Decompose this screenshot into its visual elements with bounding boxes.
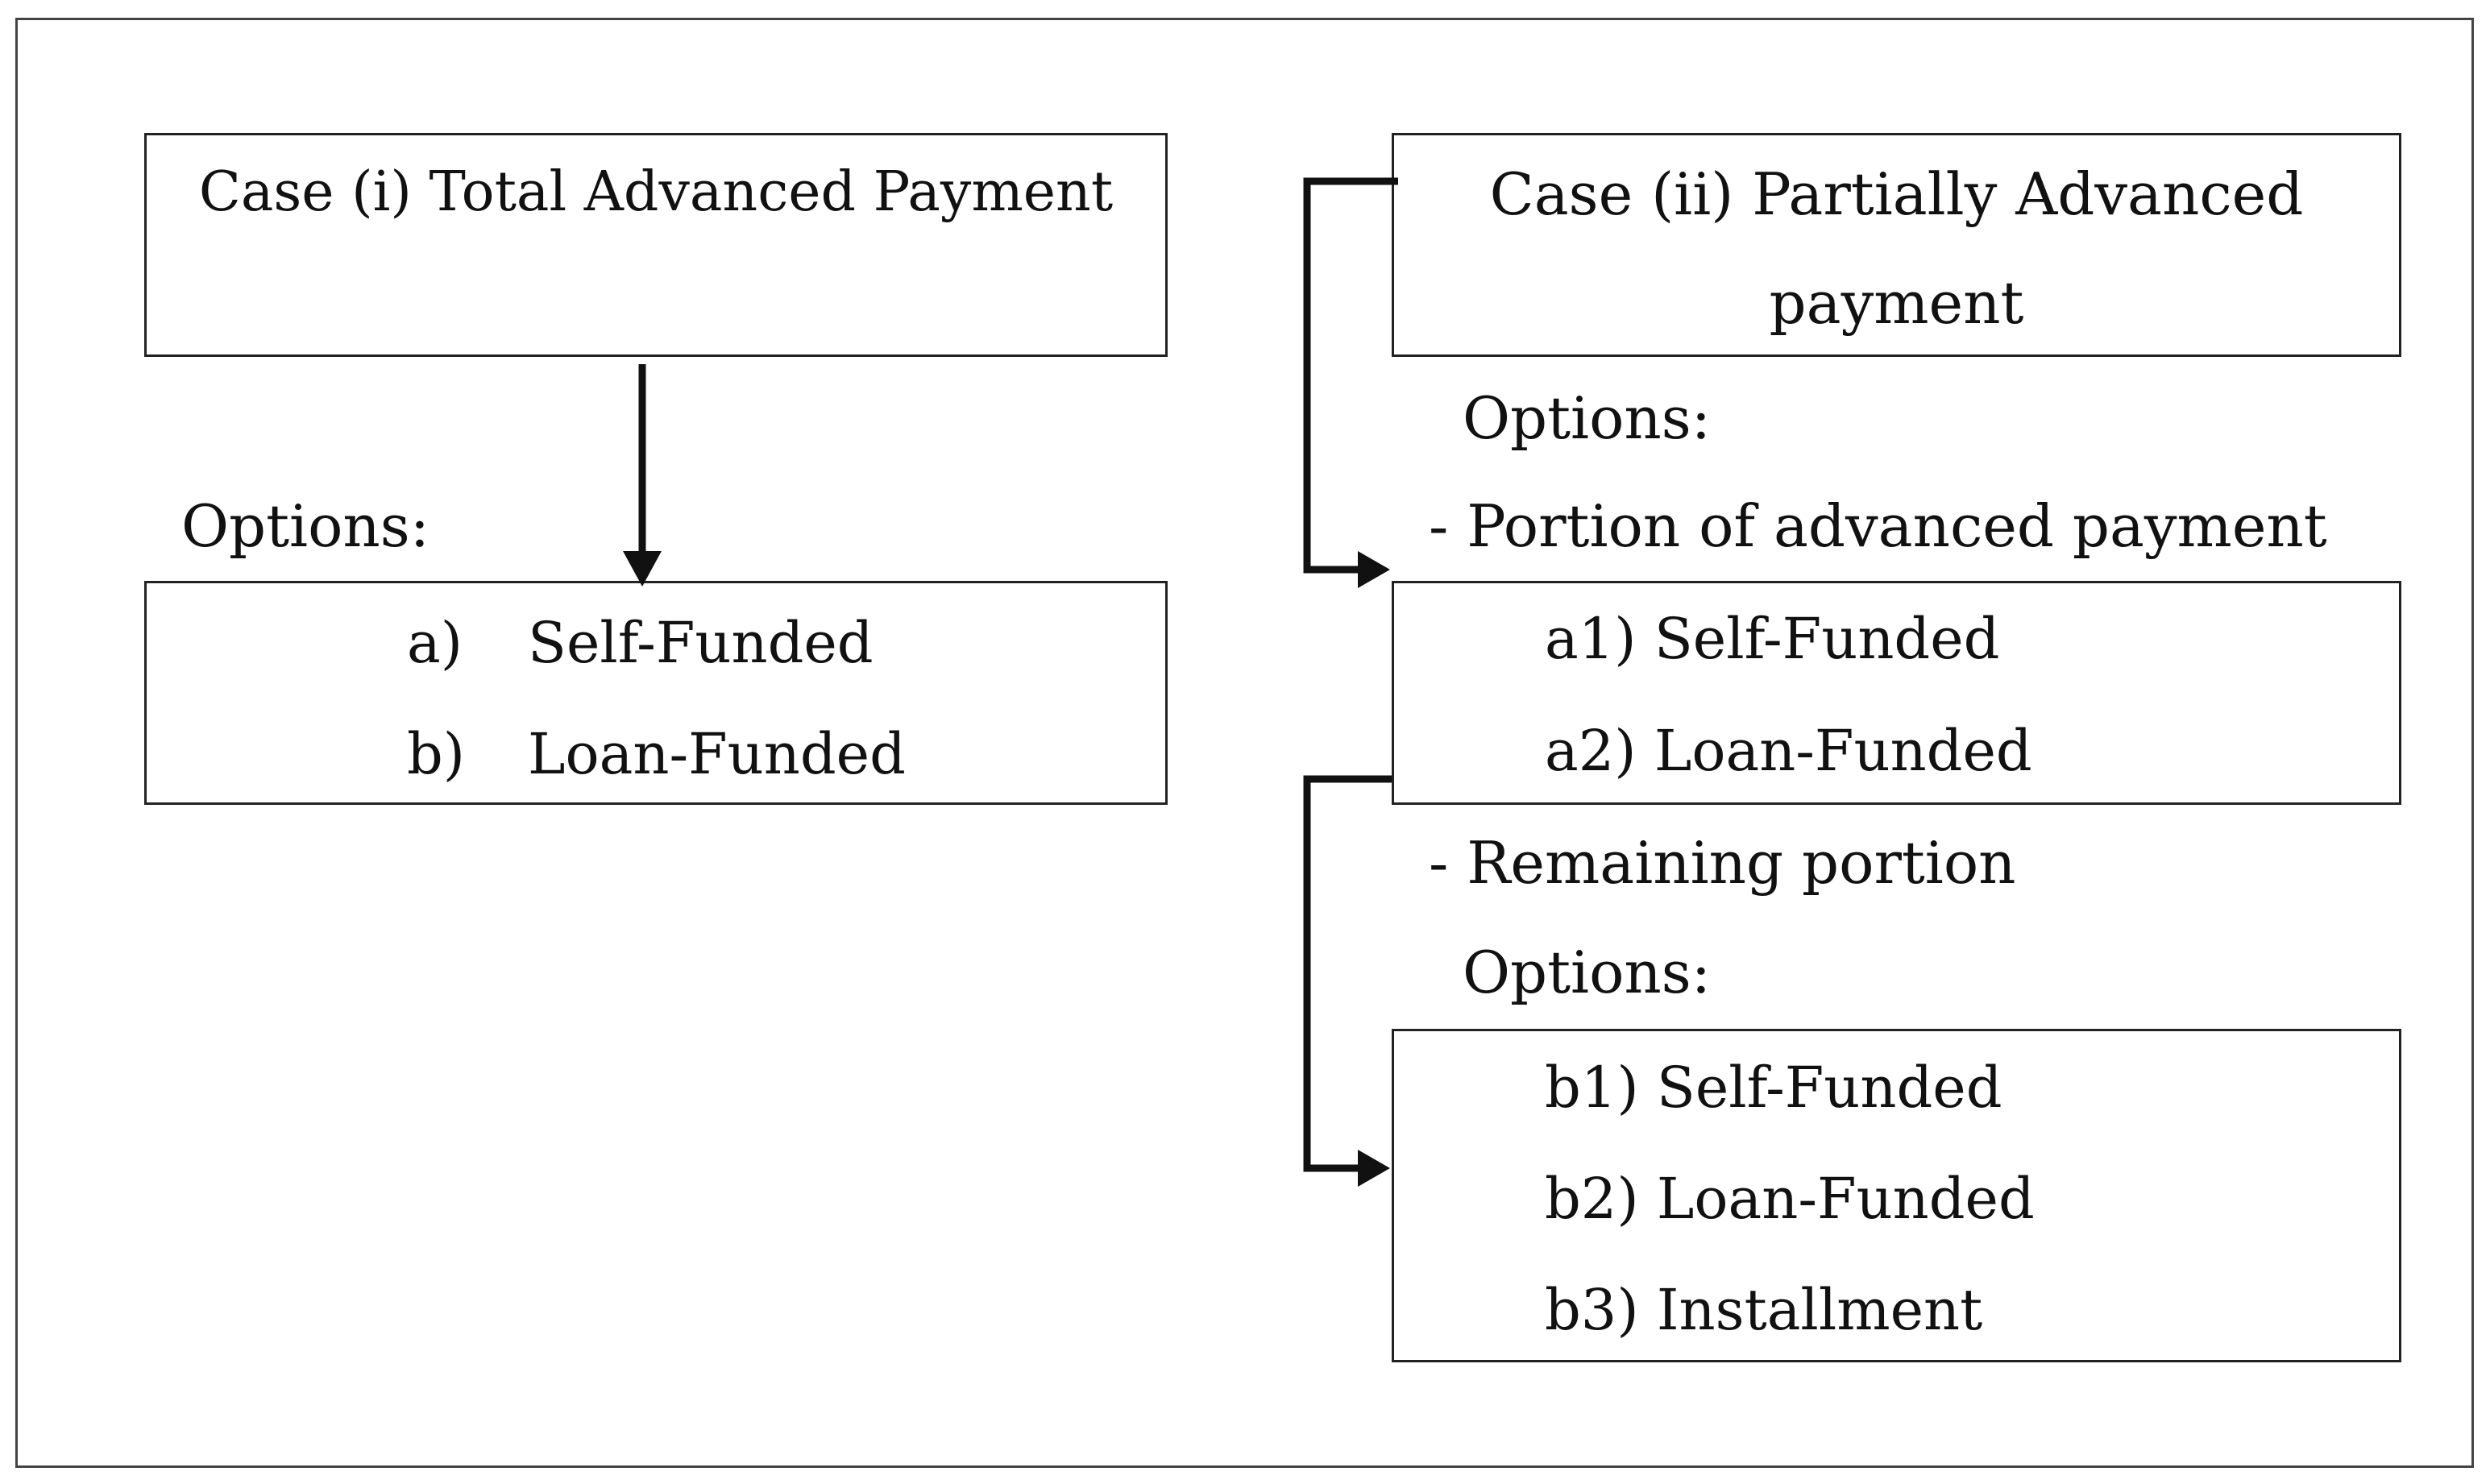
portion-to-remaining-connector xyxy=(1303,775,1392,1172)
case2-remaining-item-b2: b2) Loan-Funded xyxy=(1545,1166,2035,1232)
case1-options-box xyxy=(144,581,1168,805)
case1-down-arrow-head xyxy=(623,551,662,587)
case1-item-b-label: Loan-Funded xyxy=(528,721,906,787)
case2-remaining-label: - Remaining portion xyxy=(1429,829,2016,897)
portion-arrow-head xyxy=(1358,551,1390,588)
case2-remaining-item-b1: b1) Self-Funded xyxy=(1545,1055,2002,1121)
outer-frame xyxy=(15,18,2474,1468)
case1-item-b-marker: b) xyxy=(407,721,466,787)
case2-to-portion-connector xyxy=(1303,177,1398,574)
case1-options-label: Options: xyxy=(181,492,430,560)
case2-remaining-box xyxy=(1392,1029,2401,1362)
case2-portion-item-a2: a2) Loan-Funded xyxy=(1545,718,2032,784)
case2-title-box xyxy=(1392,133,2401,357)
case2-remaining-item-b3: b3) Installment xyxy=(1545,1277,1983,1343)
case2-title-line1: Case (ii) Partially Advanced xyxy=(1489,160,2304,228)
case1-title-box xyxy=(144,133,1168,357)
case2-portion-item-a1: a1) Self-Funded xyxy=(1545,606,2000,672)
remaining-arrow-head xyxy=(1358,1150,1390,1187)
case2-remaining-options-label: Options: xyxy=(1463,939,1712,1006)
case2-portion-box xyxy=(1392,581,2401,805)
case2-portion-label: - Portion of advanced payment xyxy=(1429,492,2327,560)
case1-title: Case (i) Total Advanced Payment xyxy=(198,160,1114,224)
case2-options-label: Options: xyxy=(1463,384,1712,452)
case1-item-a-label: Self-Funded xyxy=(528,610,874,676)
case1-item-a-marker: a) xyxy=(407,610,463,676)
case2-title-line2: payment xyxy=(1769,269,2024,337)
